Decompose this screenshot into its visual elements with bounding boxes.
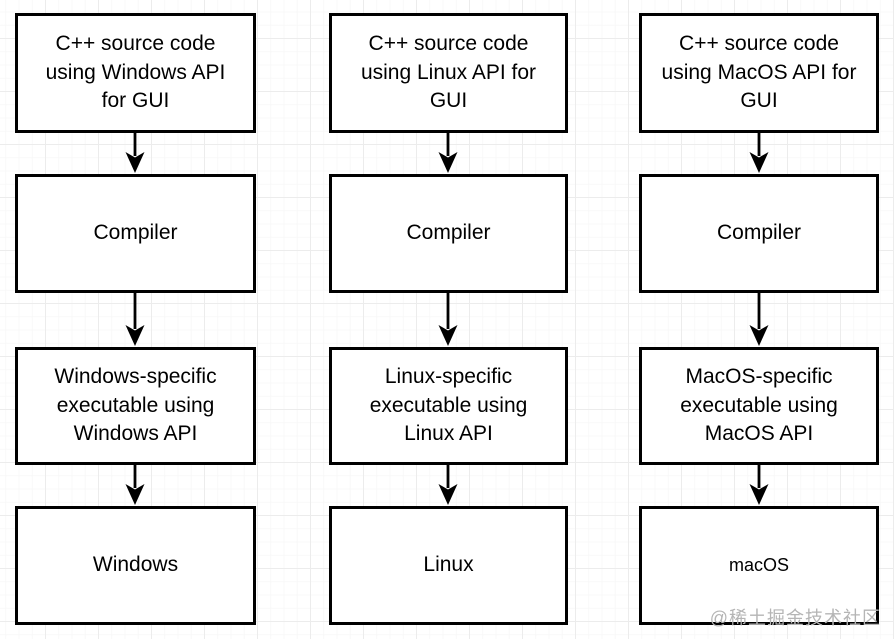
box-compiler-linux-label: Compiler — [406, 221, 491, 245]
box-source-windows-label: C++ source code using Windows API for GU… — [45, 32, 226, 113]
box-executable-linux-label: Linux-specific executable using Linux AP… — [369, 365, 528, 446]
box-executable-windows-label: Windows-specific executable using Window… — [54, 365, 217, 446]
arrow-down-icon — [125, 465, 145, 505]
arrow-down-icon — [749, 133, 769, 173]
box-compiler-macos-label: Compiler — [716, 221, 802, 245]
box-compiler-windows-label: Compiler — [93, 221, 178, 245]
box-source-linux-label: C++ source code using Linux API for GUI — [360, 32, 537, 113]
box-source-macos-label: C++ source code using MacOS API for GUI — [661, 32, 857, 113]
box-os-linux: Linux — [329, 506, 568, 625]
box-compiler-linux: Compiler — [329, 174, 568, 293]
box-os-windows: Windows — [15, 506, 256, 625]
arrow-down-icon — [438, 465, 458, 505]
arrow-down-icon — [125, 133, 145, 173]
box-os-macos-label: macOS — [728, 555, 789, 576]
box-source-macos: C++ source code using MacOS API for GUI — [639, 13, 879, 133]
box-compiler-windows: Compiler — [15, 174, 256, 293]
arrow-down-icon — [749, 293, 769, 346]
box-source-linux: C++ source code using Linux API for GUI — [329, 13, 568, 133]
box-executable-windows: Windows-specific executable using Window… — [15, 347, 256, 465]
watermark: @稀土掘金技术社区 — [709, 608, 881, 628]
arrow-down-icon — [438, 293, 458, 346]
box-executable-macos-label: MacOS-specific executable using MacOS AP… — [680, 365, 838, 446]
box-os-macos: macOS — [639, 506, 879, 625]
box-compiler-macos: Compiler — [639, 174, 879, 293]
box-executable-macos: MacOS-specific executable using MacOS AP… — [639, 347, 879, 465]
arrow-down-icon — [438, 133, 458, 173]
arrow-down-icon — [749, 465, 769, 505]
box-executable-linux: Linux-specific executable using Linux AP… — [329, 347, 568, 465]
box-source-windows: C++ source code using Windows API for GU… — [15, 13, 256, 133]
box-os-windows-label: Windows — [92, 553, 179, 577]
arrow-down-icon — [125, 293, 145, 346]
box-os-linux-label: Linux — [423, 553, 474, 577]
